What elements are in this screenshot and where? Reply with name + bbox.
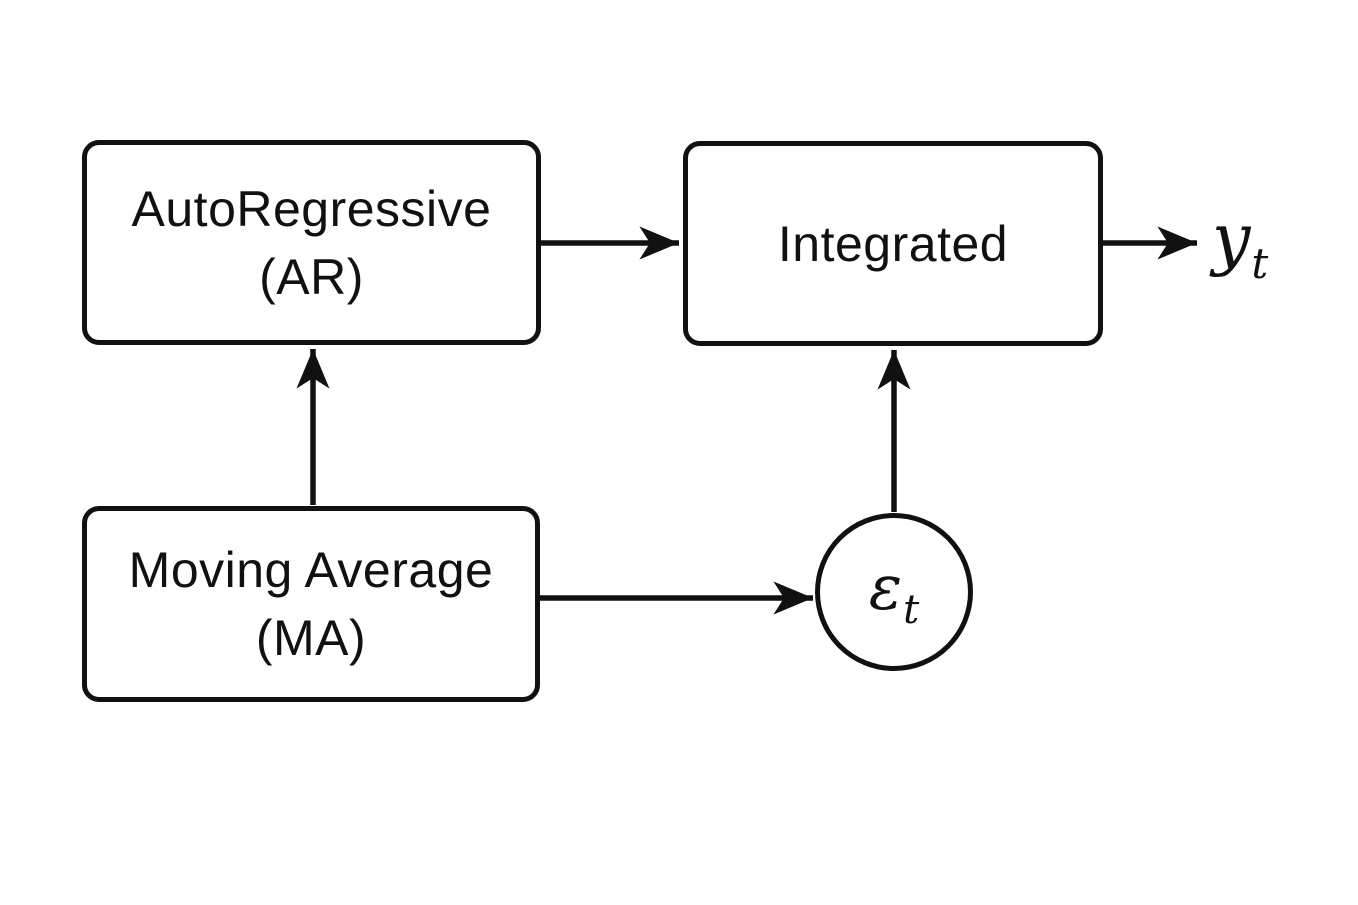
- node-error-term: εt: [815, 513, 973, 671]
- node-autoregressive-label-line2: (AR): [259, 248, 364, 305]
- node-integrated-label: Integrated: [777, 215, 1009, 272]
- node-moving-average-label-line1: Moving Average: [128, 542, 494, 598]
- node-autoregressive: AutoRegressive (AR): [82, 140, 541, 345]
- output-symbol: yt: [1212, 199, 1269, 288]
- error-term-symbol: εt: [868, 551, 920, 633]
- output-label: yt: [1212, 196, 1332, 291]
- node-integrated: Integrated: [683, 141, 1103, 346]
- node-moving-average: Moving Average (MA): [82, 506, 540, 702]
- node-moving-average-label-line2: (MA): [255, 610, 367, 666]
- node-autoregressive-label-line1: AutoRegressive: [131, 180, 492, 237]
